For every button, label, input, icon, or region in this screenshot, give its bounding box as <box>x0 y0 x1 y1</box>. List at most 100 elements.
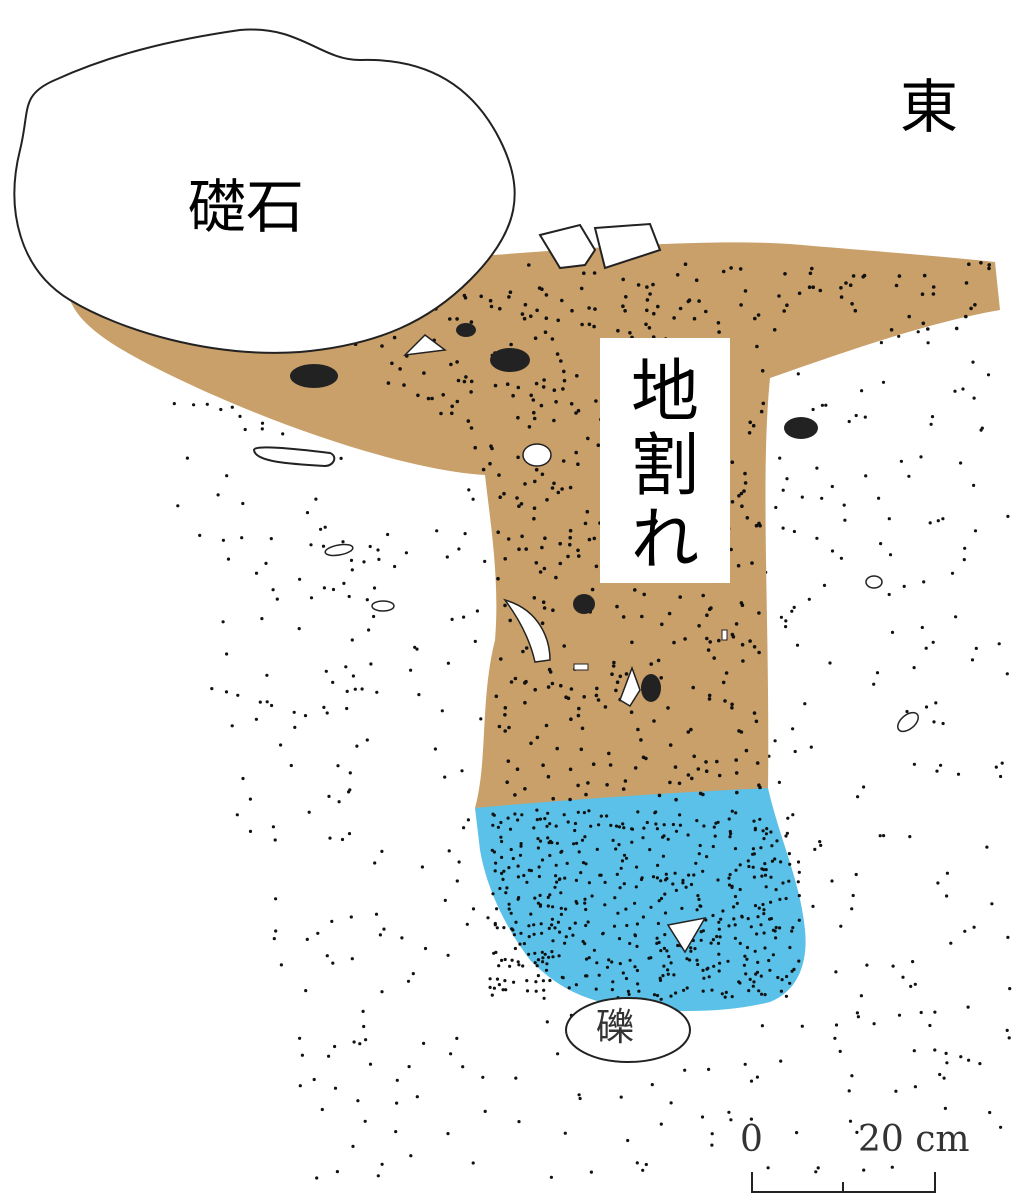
stipple-dot <box>897 274 902 278</box>
stipple-dot <box>748 420 752 425</box>
stipple-dot <box>309 596 314 600</box>
stipple-dot <box>559 912 564 917</box>
stipple-dot <box>942 1076 946 1080</box>
stipple-dot <box>533 336 538 341</box>
stipple-dot <box>455 360 459 364</box>
stipple-dot <box>551 905 555 909</box>
stipple-dot <box>502 491 506 496</box>
stipple-dot <box>791 813 795 817</box>
stipple-dot <box>532 516 536 521</box>
stipple-dot <box>281 432 285 436</box>
stipple-dot <box>696 962 700 967</box>
stipple-dot <box>795 1131 799 1135</box>
stipple-dot <box>717 952 721 956</box>
stipple-dot <box>312 1077 316 1082</box>
stipple-dot <box>701 968 705 973</box>
stipple-dot <box>559 891 563 895</box>
stipple-dot <box>761 902 765 907</box>
stipple-dot <box>499 820 503 825</box>
stipple-dot <box>645 308 649 313</box>
stipple-dot <box>587 306 591 310</box>
stipple-dot <box>936 519 940 523</box>
stipple-dot <box>695 908 699 912</box>
stipple-dot <box>519 844 523 848</box>
stipple-dot <box>462 293 467 298</box>
stipple-dot <box>630 640 634 645</box>
stipple-dot <box>757 521 761 526</box>
stipple-dot <box>729 1118 733 1122</box>
stipple-dot <box>509 847 513 852</box>
stipple-dot <box>488 977 492 981</box>
stipple-dot <box>668 743 673 747</box>
stipple-dot <box>479 294 484 299</box>
stipple-dot <box>652 719 656 723</box>
stipple-dot <box>507 866 511 870</box>
stipple-dot <box>594 693 599 698</box>
stipple-dot <box>586 436 590 441</box>
stipple-dot <box>542 606 547 610</box>
stipple-dot <box>446 661 450 665</box>
stipple-dot <box>875 671 880 675</box>
stipple-dot <box>516 455 520 460</box>
stipple-dot <box>492 813 496 817</box>
stipple-dot <box>741 659 745 663</box>
stipple-dot <box>890 1165 894 1169</box>
stipple-dot <box>185 456 189 460</box>
stipple-dot <box>907 314 911 319</box>
stipple-dot <box>834 1023 839 1027</box>
stipple-dot <box>739 730 744 734</box>
stipple-dot <box>534 561 539 565</box>
stipple-dot <box>730 500 735 504</box>
stipple-dot <box>258 700 262 704</box>
stipple-dot <box>696 767 701 771</box>
stipple-dot <box>701 989 705 993</box>
stipple-dot <box>450 617 454 622</box>
stipple-dot <box>562 644 566 648</box>
stipple-dot <box>701 869 705 873</box>
stipple-dot <box>541 979 546 983</box>
stipple-dot <box>929 422 933 426</box>
stipple-dot <box>862 1168 866 1172</box>
stipple-dot <box>514 920 518 924</box>
stipple-dot <box>813 847 817 852</box>
stipple-dot <box>916 330 920 334</box>
stipple-dot <box>241 776 245 781</box>
stipple-dot <box>629 710 634 714</box>
stipple-dot <box>624 907 628 911</box>
stipple-dot <box>556 920 561 924</box>
stipple-dot <box>959 461 963 465</box>
stipple-dot <box>717 773 722 778</box>
stipple-dot <box>785 477 789 481</box>
stipple-dot <box>757 906 761 910</box>
stipple-dot <box>532 923 536 927</box>
stipple-dot <box>409 1154 413 1158</box>
scale-20cm-label: 20 cm <box>858 1119 970 1160</box>
stipple-dot <box>695 958 699 962</box>
stipple-dot <box>778 456 782 460</box>
stipple-dot <box>652 311 656 316</box>
stipple-dot <box>718 961 722 965</box>
stipple-dot <box>785 831 790 835</box>
stipple-dot <box>363 1119 367 1123</box>
stipple-dot <box>717 927 721 931</box>
stipple-dot <box>469 379 474 384</box>
stipple-dot <box>589 824 593 828</box>
stipple-dot <box>409 668 413 672</box>
stipple-dot <box>542 378 546 382</box>
stipple-dot <box>349 558 354 563</box>
stipple-dot <box>527 425 532 429</box>
stipple-dot <box>649 662 653 666</box>
stipple-dot <box>559 850 563 854</box>
stipple-dot <box>481 1075 485 1079</box>
stipple-dot <box>611 980 615 984</box>
stipple-dot <box>540 472 545 477</box>
stipple-dot <box>699 938 703 942</box>
stipple-dot <box>582 271 586 276</box>
stipple-dot <box>615 604 619 609</box>
stipple-dot <box>692 873 696 877</box>
stipple-dot <box>760 992 764 996</box>
stipple-dot <box>622 853 627 857</box>
stipple-dot <box>525 989 530 993</box>
stipple-dot <box>225 652 229 656</box>
stipple-dot <box>497 724 502 729</box>
